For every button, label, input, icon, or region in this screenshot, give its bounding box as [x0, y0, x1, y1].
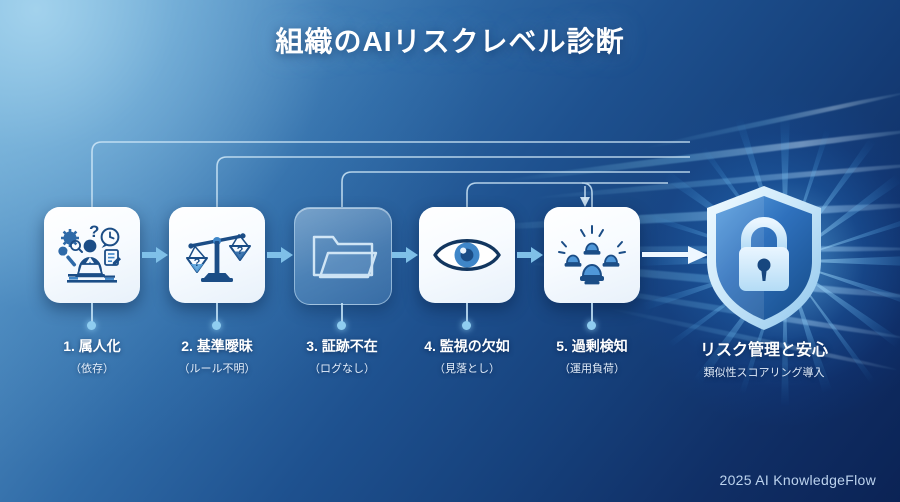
- arrow-step5-to-outcome: [642, 246, 708, 264]
- unbalanced-scales-icon: ? ?: [186, 233, 251, 282]
- step-label-3: 3. 証跡不在 （ログなし）: [267, 336, 417, 376]
- step-label-4: 4. 監視の欠如 （見落とし）: [392, 336, 542, 376]
- stem-step-4: [466, 303, 468, 325]
- footer-credit: 2025 AI KnowledgeFlow: [719, 472, 876, 488]
- dot-step-4: [462, 321, 471, 330]
- step-card-5[interactable]: [544, 207, 640, 303]
- step-card-2[interactable]: ? ?: [169, 207, 265, 303]
- step-label-5-title: 5. 過剰検知: [556, 338, 628, 354]
- alarm-sirens-icon: [558, 225, 626, 285]
- step-label-1: 1. 属人化 （依存）: [17, 336, 167, 376]
- step-label-1-title: 1. 属人化: [63, 338, 121, 354]
- stem-step-3: [341, 303, 343, 325]
- eye-icon: [433, 239, 501, 271]
- outcome-subtitle: 類似性スコアリング導入: [703, 367, 825, 379]
- outcome-label: リスク管理と安心 類似性スコアリング導入: [676, 336, 852, 380]
- outcome-shield[interactable]: [700, 183, 828, 333]
- arrow-step2-to-step3: [267, 247, 293, 263]
- arrow-step3-to-step4: [392, 247, 418, 263]
- dot-step-2: [212, 321, 221, 330]
- person-at-laptop-icon: ?: [58, 222, 121, 283]
- step-label-4-title: 4. 監視の欠如: [424, 338, 510, 354]
- stem-step-1: [91, 303, 93, 325]
- stem-step-2: [216, 303, 218, 325]
- step-label-3-title: 3. 証跡不在: [306, 338, 378, 354]
- step-label-5-sub: （運用負荷）: [559, 363, 625, 375]
- shield-lock-icon: [707, 186, 821, 330]
- svg-text:?: ?: [237, 245, 244, 257]
- arrow-step4-to-step5: [517, 247, 543, 263]
- step-label-3-sub: （ログなし）: [309, 363, 375, 375]
- step-label-2: 2. 基準曖昧 （ルール不明）: [142, 336, 292, 376]
- step-card-1[interactable]: ?: [44, 207, 140, 303]
- stem-step-5: [591, 303, 593, 325]
- svg-text:?: ?: [194, 257, 201, 269]
- outcome-title: リスク管理と安心: [699, 342, 828, 359]
- step-label-2-sub: （ルール不明）: [178, 363, 256, 375]
- svg-text:?: ?: [89, 222, 99, 241]
- dot-step-3: [337, 321, 346, 330]
- empty-folder-icon: [312, 235, 378, 279]
- page-title: 組織のAIリスクレベル診断: [275, 26, 625, 57]
- step-label-5: 5. 過剰検知 （運用負荷）: [517, 336, 667, 376]
- step-label-2-title: 2. 基準曖昧: [181, 338, 253, 354]
- step-label-1-sub: （依存）: [70, 363, 114, 375]
- step-card-4[interactable]: [419, 207, 515, 303]
- step-label-4-sub: （見落とし）: [434, 363, 500, 375]
- dot-step-5: [587, 321, 596, 330]
- step-card-3[interactable]: [294, 207, 392, 305]
- arrow-step1-to-step2: [142, 247, 168, 263]
- dot-step-1: [87, 321, 96, 330]
